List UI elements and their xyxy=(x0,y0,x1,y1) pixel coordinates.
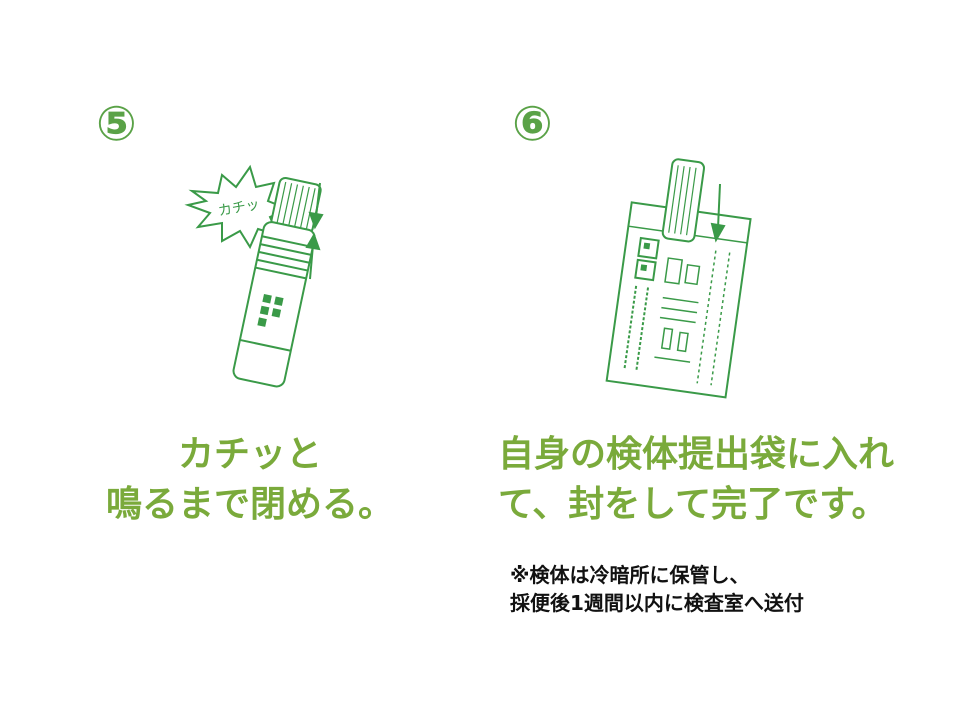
qr-code-icon xyxy=(637,236,660,260)
close-direction-arrows-icon xyxy=(305,182,324,280)
inserted-tube xyxy=(661,158,706,243)
step-5-number: ⑤ xyxy=(96,96,137,152)
step-6-number: ⑥ xyxy=(512,96,553,152)
step-6-storage-note: ※検体は冷暗所に保管し、 採便後1週間以内に検査室へ送付 xyxy=(510,561,804,617)
step-5-caption-line-1: カチッと xyxy=(177,434,322,475)
step-6-caption: 自身の検体提出袋に入れ て、封をして完了です。 xyxy=(498,430,918,530)
step-6-note-line-1: ※検体は冷暗所に保管し、 xyxy=(510,563,750,587)
step-5-caption: カチッと 鳴るまで閉める。 xyxy=(90,430,410,530)
tube-into-bag-illustration xyxy=(605,158,752,399)
tube-closing-illustration: カチッ xyxy=(184,164,324,388)
insert-direction-arrow-icon xyxy=(710,183,726,243)
step-6-caption-line-1: 自身の検体提出袋に入れ xyxy=(498,434,895,475)
step-6-caption-line-2: て、封をして完了です。 xyxy=(498,484,888,525)
step-6-note-line-2: 採便後1週間以内に検査室へ送付 xyxy=(510,591,804,615)
step-5-caption-line-2: 鳴るまで閉める。 xyxy=(105,484,394,525)
tube-body xyxy=(232,221,316,388)
click-sound-text: カチッ xyxy=(217,197,261,220)
